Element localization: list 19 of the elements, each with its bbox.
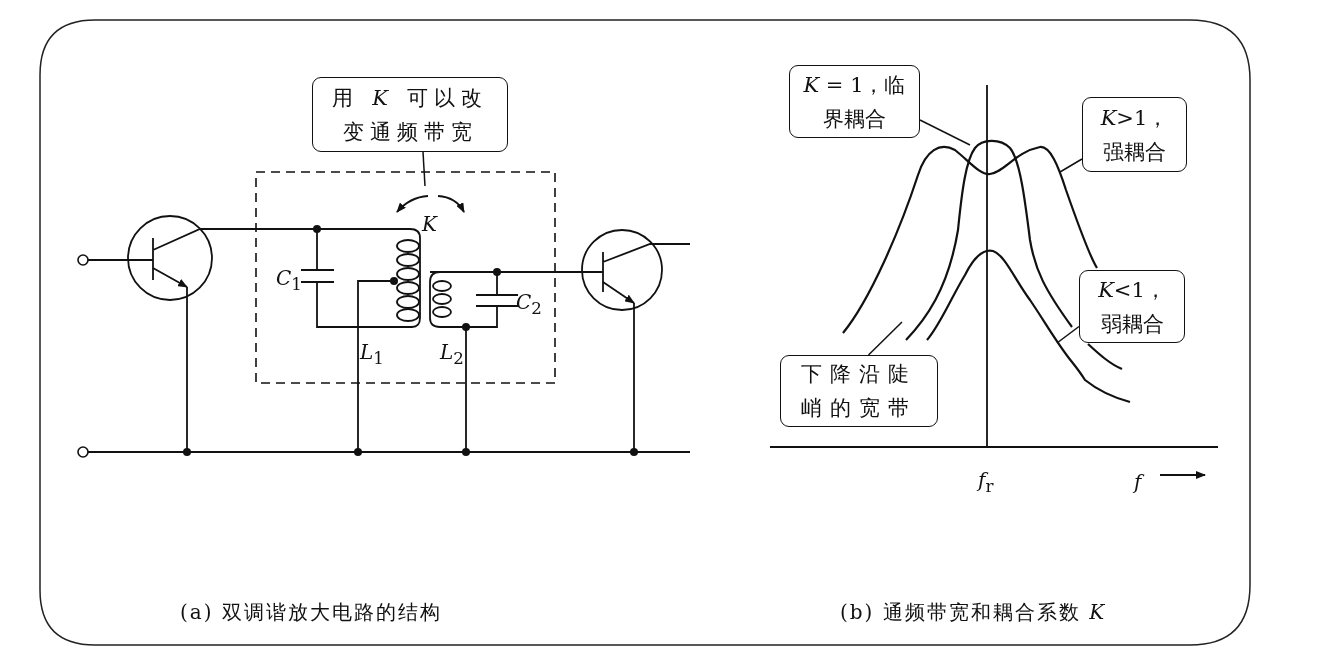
callout-box: K<1，弱耦合 xyxy=(1079,270,1185,343)
component-label: L$_{1}$ xyxy=(360,340,384,370)
leader-line xyxy=(1056,325,1080,344)
callout-box: 用 K 可以改变通频带宽 xyxy=(312,77,508,152)
caption: (b) 通频带宽和耦合系数 K xyxy=(840,600,1107,624)
leader-line xyxy=(422,151,426,187)
leader-line xyxy=(1059,158,1083,173)
component-label: L$_{2}$ xyxy=(440,340,464,370)
callout-box: 下降沿陡峭的宽带 xyxy=(780,355,938,427)
callout-box: K>1，强耦合 xyxy=(1082,97,1187,172)
caption: (a) 双调谐放大电路的结构 xyxy=(180,600,442,624)
coupling-label: K xyxy=(422,212,437,236)
callout-box: K = 1，临界耦合 xyxy=(789,65,920,138)
leader-line xyxy=(867,321,903,356)
axis-label: f xyxy=(1134,470,1142,494)
leader-line xyxy=(919,119,971,146)
axis-label: f$_{r}$ xyxy=(978,468,994,498)
component-label: C$_{1}$ xyxy=(276,266,302,296)
component-label: C$_{2}$ xyxy=(516,290,542,320)
